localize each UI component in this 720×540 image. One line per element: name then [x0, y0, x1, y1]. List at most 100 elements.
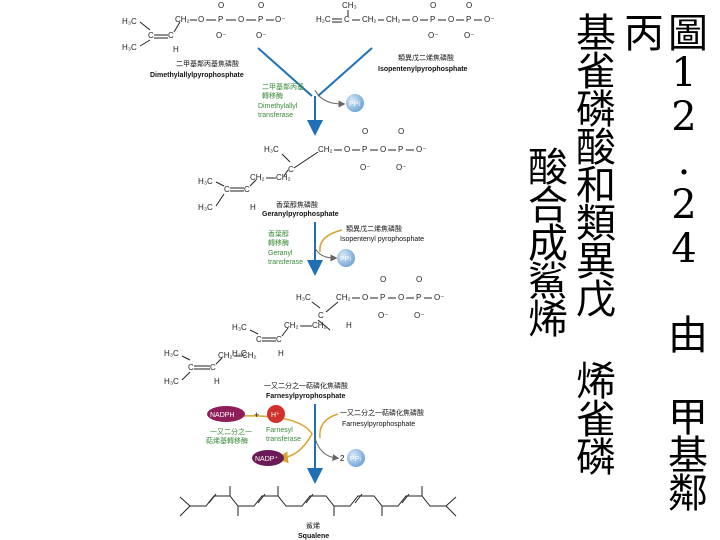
svg-text:C: C	[210, 363, 216, 372]
title-column-3: 酸合成鯊烯	[521, 146, 567, 336]
enzyme1-en-1: Dimethylallyl	[258, 103, 298, 110]
enzyme2-en-2: transferase	[268, 259, 303, 266]
svg-text:C: C	[344, 15, 350, 24]
squalene-structure	[179, 486, 457, 517]
svg-text:P: P	[258, 15, 263, 24]
svg-text:O: O	[362, 127, 368, 136]
svg-text:O: O	[398, 293, 404, 302]
svg-text:O⁻: O⁻	[360, 163, 370, 172]
svg-text:H: H	[173, 45, 179, 54]
reaction-arrow-1	[257, 47, 373, 136]
svg-text:O: O	[430, 1, 436, 10]
ipp-en: Isopentenylpyrophosphate	[378, 66, 468, 73]
enzyme3-zh-2: 萜烯基轉移酶	[206, 436, 248, 445]
reaction-arrow-2	[307, 222, 343, 276]
dmapp-structure: H₃C C C CH₂ H₃C H O P O P O⁻ O O O⁻ O⁻	[122, 1, 285, 54]
svg-text:C: C	[168, 31, 174, 40]
svg-text:O⁻: O⁻	[275, 15, 285, 24]
enzyme1-en-2: transferase	[258, 112, 293, 119]
svg-text:O⁻: O⁻	[396, 163, 406, 172]
svg-text:NADPH: NADPH	[210, 412, 235, 419]
gpp-en: Geranylpyrophosphate	[262, 211, 339, 218]
svg-text:H₃C: H₃C	[164, 377, 179, 386]
svg-text:H: H	[346, 321, 352, 330]
ppi-bubble-1: PPi	[346, 94, 364, 112]
ipp-structure: CH₃ H₂C C CH₂ CH₂ O P O P O⁻ O O O⁻ O⁻	[316, 1, 494, 40]
svg-text:CH₂: CH₂	[362, 15, 377, 24]
svg-text:CH₂: CH₂	[242, 351, 257, 360]
svg-text:C: C	[188, 363, 194, 372]
enzyme3-zh-1: 一又二分之一	[210, 427, 252, 436]
svg-text:O⁻: O⁻	[216, 31, 226, 40]
svg-text:O: O	[238, 15, 244, 24]
svg-text:CH₂: CH₂	[312, 321, 327, 330]
title-column-1: 圖12.24 由 甲基鄰丙	[617, 12, 707, 510]
enzyme3-en-1: Farnesyl	[266, 427, 293, 434]
svg-text:H₂C: H₂C	[316, 15, 331, 24]
svg-text:C: C	[148, 31, 154, 40]
svg-text:P: P	[380, 293, 385, 302]
svg-text:O: O	[416, 275, 422, 284]
fpp2-en: Farnesylpyrophosphate	[342, 421, 415, 428]
svg-text:H: H	[278, 349, 284, 358]
svg-text:P: P	[398, 145, 403, 154]
svg-text:O: O	[466, 1, 472, 10]
enzyme2-en-1: Geranyl	[268, 250, 293, 257]
two-ppi-coefficient: 2	[340, 454, 345, 463]
svg-text:PPi: PPi	[349, 101, 360, 108]
svg-text:P: P	[218, 15, 223, 24]
svg-text:O⁻: O⁻	[416, 145, 426, 154]
svg-text:O⁻: O⁻	[256, 31, 266, 40]
ppi-bubble-2: PPi	[337, 249, 355, 267]
enzyme1-zh-1: 二甲基鄰丙基	[262, 82, 304, 91]
dmapp-zh: 二甲基鄰丙基焦磷酸	[176, 59, 239, 68]
svg-text:O: O	[380, 275, 386, 284]
enzyme2-zh-2: 轉移酶	[268, 238, 289, 247]
svg-text:O: O	[258, 1, 264, 10]
plus-sign: +	[254, 410, 259, 420]
fpp-structure: H₃C C CH₂ O P O P O⁻ O O O⁻ O⁻ H H₃C C C	[164, 275, 444, 386]
enzyme2-zh-1: 香葉醇	[268, 229, 289, 238]
svg-text:H₃C: H₃C	[296, 293, 311, 302]
svg-text:C: C	[318, 311, 324, 320]
hplus-bubble: H⁺	[267, 405, 285, 423]
svg-text:O: O	[362, 293, 368, 302]
svg-text:C: C	[244, 185, 250, 194]
svg-text:NADP⁺: NADP⁺	[255, 455, 278, 463]
dmapp-en: Dimethylallylpyrophosphate	[150, 72, 244, 79]
svg-text:CH₂: CH₂	[386, 15, 401, 24]
svg-text:C: C	[288, 165, 294, 174]
svg-text:CH₂: CH₂	[175, 15, 190, 24]
svg-text:O: O	[344, 145, 350, 154]
svg-text:PPi: PPi	[350, 456, 361, 463]
svg-text:C: C	[276, 335, 282, 344]
svg-text:H⁺: H⁺	[271, 411, 280, 419]
svg-text:H₃C: H₃C	[122, 43, 137, 52]
svg-text:CH₂: CH₂	[318, 145, 333, 154]
title-column-2: 基雀磷酸和類異戊 烯雀磷	[569, 12, 615, 474]
svg-text:CH₂: CH₂	[250, 173, 265, 182]
svg-text:CH₂: CH₂	[284, 321, 299, 330]
svg-text:H: H	[214, 377, 220, 386]
svg-text:O: O	[198, 15, 204, 24]
squalene-zh: 鯊烯	[306, 521, 320, 530]
svg-text:H: H	[250, 203, 256, 212]
fpp-en: Farnesylpyrophosphate	[266, 393, 345, 400]
svg-text:CH₂: CH₂	[276, 173, 291, 182]
svg-text:C: C	[256, 335, 262, 344]
ipp-zh: 類異戊二烯焦磷酸	[398, 53, 454, 62]
svg-text:O: O	[398, 127, 404, 136]
svg-text:O⁻: O⁻	[428, 31, 438, 40]
gpp-zh: 香葉醇焦磷酸	[276, 200, 318, 209]
squalene-en: Squalene	[298, 533, 329, 540]
svg-text:CH₂: CH₂	[336, 293, 351, 302]
svg-text:CH₃: CH₃	[342, 1, 357, 10]
svg-text:O⁻: O⁻	[414, 311, 424, 320]
svg-text:O: O	[448, 15, 454, 24]
svg-text:O⁻: O⁻	[484, 15, 494, 24]
nadp-pill: NADP⁺	[252, 450, 284, 466]
fpp2-zh: 一又二分之一萜磷化焦磷酸	[340, 408, 424, 417]
svg-text:O: O	[218, 1, 224, 10]
svg-text:P: P	[416, 293, 421, 302]
